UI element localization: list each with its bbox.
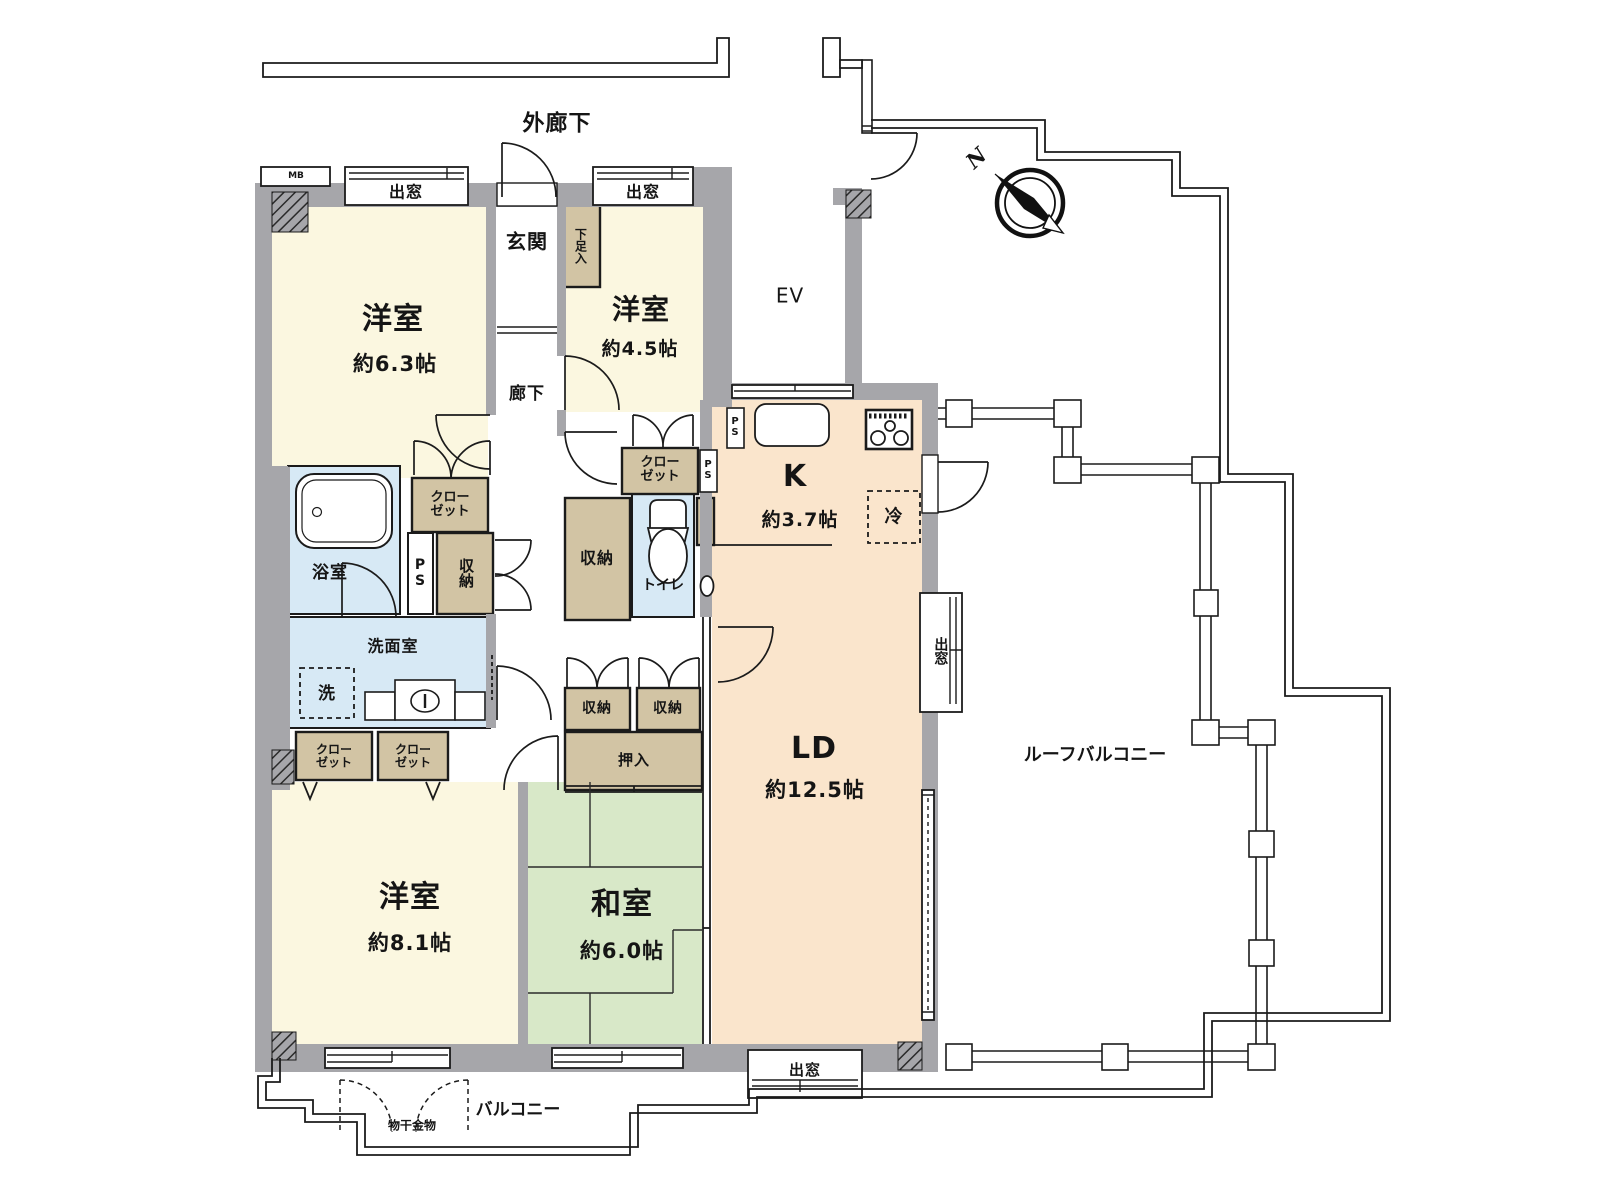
elevator-label: EV [775,283,805,308]
bathroom-label: 浴室 [312,562,348,583]
storage-label-left: 収納 [456,558,475,588]
japanese-room-area: 約6.0帖 [579,938,665,963]
bay-window-label-bottom: 出窓 [788,1061,822,1080]
refrigerator-label: 冷 [884,506,904,528]
living-dining-area: 約12.5帖 [765,777,865,802]
room-45-area: 約4.5帖 [601,337,679,360]
futon-closet-label: 押入 [617,751,651,770]
storage-label-b2: 収納 [653,700,683,717]
balcony-parapet [257,119,1391,1156]
living-dining-name: LD [790,731,838,767]
compass-icon [994,167,1066,239]
meter-box-label: MB [288,171,304,182]
stove-icon [864,408,914,451]
corridor-rails [262,37,863,78]
storage-label-mid: 収納 [579,548,615,568]
hatch-marks [271,189,923,1071]
kitchen-sink-icon [754,403,830,447]
room-45-name: 洋室 [611,293,671,327]
room-81-name: 洋室 [379,880,441,916]
laundry-bracket-arcs [339,1079,469,1133]
roof-balcony-fence [938,399,1276,1071]
entrance-label: 玄関 [506,229,548,254]
room-63-area: 約6.3帖 [352,351,438,376]
kitchen-area: 約3.7帖 [761,508,839,531]
vanity-sink-icon [364,679,486,721]
tatami-lines [528,782,702,1044]
room-63-name: 洋室 [362,302,424,338]
window-glazing [327,125,962,1092]
shoe-cabinet-label: 下足入 [573,228,588,264]
pipe-space-label-3: PS [731,416,739,438]
closet-label-2: クローゼット [640,455,680,484]
outer-corridor-label: 外廊下 [522,111,592,137]
bathtub-icon [295,473,393,549]
pipe-space-label-2: PS [704,459,712,481]
hallway-label: 廊下 [509,383,545,404]
washer-label: 洗 [318,683,336,704]
laundry-bracket-label: 物干金物 [387,1118,437,1133]
japanese-room-name: 和室 [591,887,653,923]
closet-label-3: クローゼット [315,742,352,769]
room-floors [272,205,922,1044]
pipe-space-label-1: PS [414,556,426,589]
roof-balcony-label: ルーフバルコニー [1023,744,1167,766]
washer-space [299,667,355,719]
washroom-label: 洗面室 [367,636,419,656]
bay-window-label-top1: 出窓 [388,182,424,202]
balcony-label: バルコニー [475,1099,561,1120]
windows [260,59,963,1099]
fixtures [295,403,921,721]
kitchen-name: K [782,459,808,495]
storage-label-b1: 収納 [582,700,612,717]
toilet-icon [646,499,715,597]
partition-lines [288,465,832,1044]
bay-window-label-right: 出窓 [932,637,949,665]
closet-label-4: クローゼット [394,742,431,769]
room-81-area: 約8.1帖 [367,930,453,955]
bay-window-label-top2: 出窓 [625,182,661,202]
toilet-label: トイレ [642,577,684,594]
closet-label-1: クローゼット [430,490,470,519]
refrigerator-space [867,490,921,544]
doors [341,132,989,791]
storage-boxes [294,203,716,792]
